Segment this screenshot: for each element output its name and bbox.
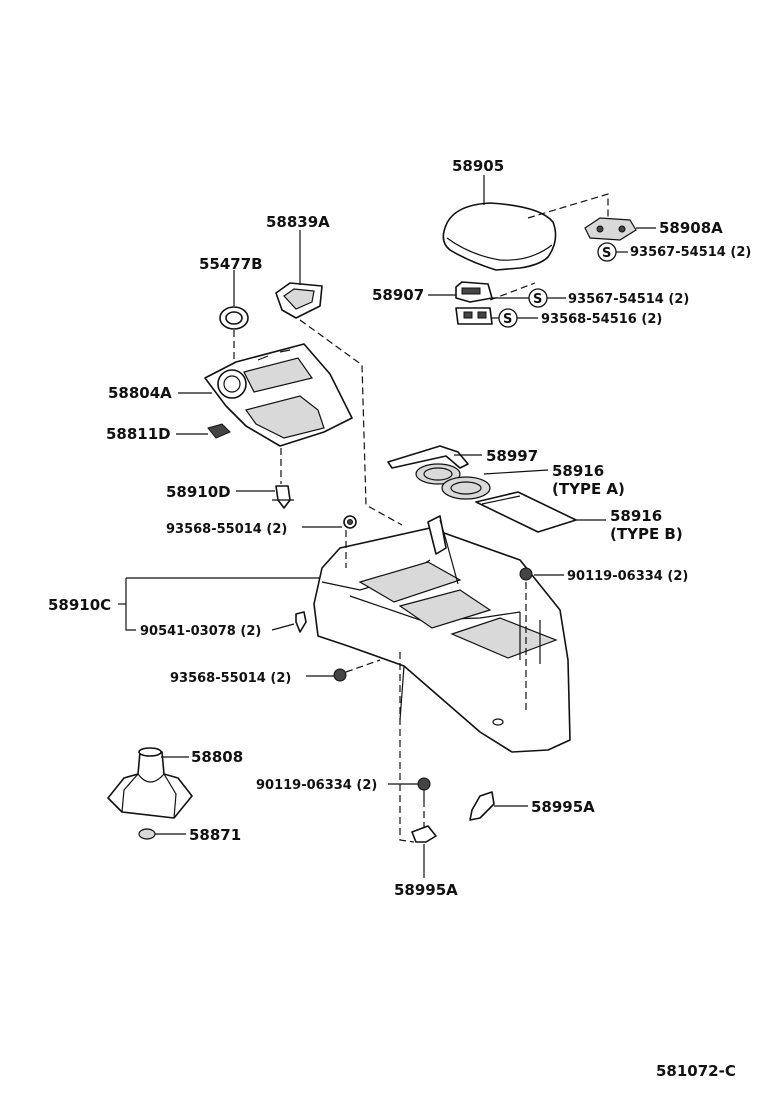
strip-58997 <box>387 445 469 469</box>
dash-box-to-console <box>299 319 403 526</box>
bracket-58910C <box>125 577 320 631</box>
label-58908A: 58908A <box>659 219 723 237</box>
label-58997: 58997 <box>486 447 538 465</box>
bolt-90119-06334-low <box>417 777 431 800</box>
ring-55477B <box>219 306 249 330</box>
s-mark-1-text: S <box>602 246 611 261</box>
label-58811D: 58811D <box>106 425 171 443</box>
box-58839A <box>275 282 323 319</box>
s-mark-2-text: S <box>533 292 542 307</box>
bolt-90119-06334-right <box>519 567 533 581</box>
label-58910D: 58910D <box>166 483 231 501</box>
s-mark-1: S <box>597 242 617 262</box>
label-type-a: (TYPE A) <box>552 480 625 498</box>
s-mark-3-text: S <box>503 312 512 327</box>
label-type-b: (TYPE B) <box>610 525 683 543</box>
label-90541-03078: 90541-03078 (2) <box>140 624 261 639</box>
screw-90541-03078 <box>295 611 307 633</box>
panel-58804A <box>204 343 353 447</box>
label-58916-b: 58916 <box>610 507 662 525</box>
label-55477B: 55477B <box>199 255 263 273</box>
label-58907: 58907 <box>372 286 424 304</box>
label-93567-54514-mid: 93567-54514 (2) <box>568 292 689 307</box>
dash-screw-low <box>345 659 381 673</box>
clip-58910D <box>272 485 294 509</box>
label-58995A-right: 58995A <box>531 798 595 816</box>
label-93568-54516: 93568-54516 (2) <box>541 312 662 327</box>
label-58916-a: 58916 <box>552 462 604 480</box>
label-58804A: 58804A <box>108 384 172 402</box>
boot-58808 <box>107 747 193 819</box>
armrest-lid-58905 <box>442 202 557 271</box>
console-body-58910C <box>313 515 571 753</box>
switch-58811D <box>207 423 231 439</box>
label-58995A-bottom: 58995A <box>394 881 458 899</box>
leader-90541 <box>271 623 295 631</box>
s-mark-2: S <box>528 288 548 308</box>
ring-58871 <box>138 828 156 840</box>
label-93567-54514-top: 93567-54514 (2) <box>630 245 751 260</box>
bracket-58995A-bottom <box>411 825 437 843</box>
mat-58916-type-b <box>475 491 577 533</box>
hinge-plate-58908A <box>584 217 637 241</box>
label-93568-55014-low: 93568-55014 (2) <box>170 671 291 686</box>
label-93568-55014-top: 93568-55014 (2) <box>166 522 287 537</box>
label-58808: 58808 <box>191 748 243 766</box>
latch-58907 <box>455 281 493 325</box>
screw-93568-55014-top <box>343 515 357 529</box>
label-58839A: 58839A <box>266 213 330 231</box>
label-90119-06334-right: 90119-06334 (2) <box>567 569 688 584</box>
dash-lid-to-hinge <box>527 193 609 219</box>
bracket-58995A-right <box>469 791 495 821</box>
label-90119-06334-low: 90119-06334 (2) <box>256 778 377 793</box>
screw-93568-55014-low <box>333 668 347 682</box>
dash-latch <box>489 282 536 301</box>
mat-58916-type-a <box>415 463 491 500</box>
diagram-id: 581072-C <box>656 1062 736 1080</box>
s-mark-3: S <box>498 308 518 328</box>
label-58871: 58871 <box>189 826 241 844</box>
dash-console-to-bracket <box>399 652 415 843</box>
label-58910C: 58910C <box>48 596 111 614</box>
leader-58916-a <box>483 469 549 475</box>
label-58905: 58905 <box>452 157 504 175</box>
